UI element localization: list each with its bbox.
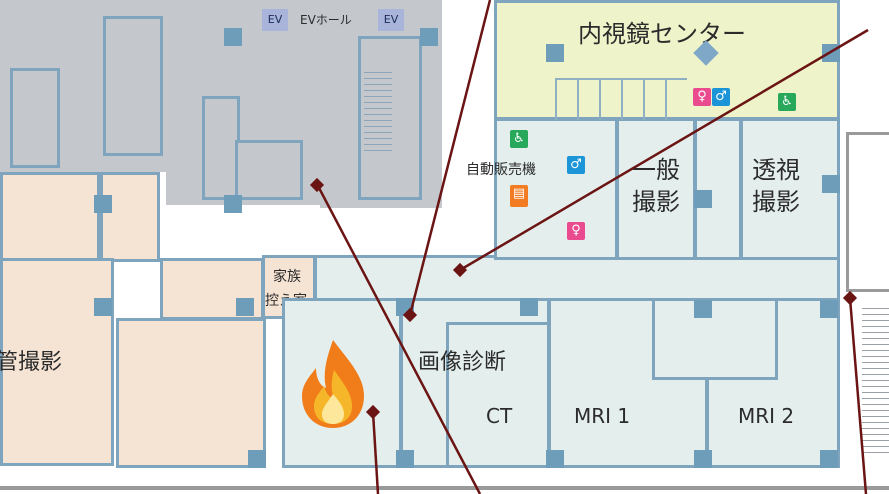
mri2-label: MRI 2: [738, 404, 795, 428]
pillar: [420, 28, 438, 46]
pillar: [94, 298, 112, 316]
fluoroscopy-label-1: 透視: [752, 156, 800, 184]
ct-label: CT: [486, 404, 513, 428]
tan-room-2: [100, 172, 160, 262]
storage-room-2: [103, 16, 163, 156]
stairs: [364, 72, 392, 152]
fluoroscopy-label-2: 撮影: [752, 188, 800, 216]
endoscopy-center-label: 内視鏡センター: [578, 20, 746, 48]
pillar: [224, 195, 242, 213]
corridor-upper: [160, 205, 320, 257]
clinic-zone: [314, 255, 840, 301]
general-xray-label-2: 撮影: [632, 188, 680, 216]
male-toilet-icon: ♂: [567, 156, 585, 174]
location-marker-icon: [309, 177, 325, 193]
pillar: [820, 450, 838, 468]
pillar: [224, 28, 242, 46]
pillar: [694, 190, 712, 208]
ct-room: [446, 322, 550, 468]
endoscopy-bays: [555, 78, 687, 120]
location-marker-icon: [365, 404, 381, 420]
location-marker-icon: [452, 262, 468, 278]
exterior-stairs: [862, 308, 889, 458]
pillar: [520, 298, 538, 316]
pillar: [546, 44, 564, 62]
male-toilet-icon: ♂: [712, 88, 730, 106]
office-room-2: [235, 140, 303, 200]
wheelchair-icon: ♿: [510, 130, 528, 148]
female-toilet-icon: ♀: [567, 222, 585, 240]
location-marker-icon: [842, 290, 858, 306]
tan-room-4: [160, 258, 264, 320]
fire-icon: [302, 340, 364, 428]
female-toilet-icon: ♀: [693, 88, 711, 106]
elevator-right: EV: [378, 9, 404, 31]
elevator-hall-label: EVホール: [300, 13, 352, 27]
location-marker-icon: [402, 307, 418, 323]
pillar: [248, 450, 266, 468]
angiography-room-lower: [0, 258, 114, 466]
pillar: [94, 195, 112, 213]
family-waiting-label-1: 家族: [273, 269, 301, 285]
pillar: [546, 450, 564, 468]
pillar: [820, 300, 838, 318]
pillar: [694, 300, 712, 318]
pillar: [236, 298, 254, 316]
outer-wall-right: [846, 132, 889, 292]
wheelchair-icon: ♿: [778, 93, 796, 111]
pillar: [396, 450, 414, 468]
vending-machine-label: 自動販売機: [466, 162, 536, 178]
mri1-label: MRI 1: [574, 404, 631, 428]
pillar: [694, 450, 712, 468]
general-xray-label-1: 一般: [632, 156, 680, 184]
angiography-label: 管撮影: [0, 350, 63, 375]
mri-control: [652, 298, 778, 380]
pillar: [822, 175, 840, 193]
general-xray-room: [616, 118, 696, 260]
imaging-diagnosis-label: 画像診断: [418, 350, 507, 375]
storage-room-1: [10, 68, 60, 168]
vending-machine-icon: ▤: [510, 185, 528, 207]
elevator-left: EV: [262, 9, 288, 31]
outer-wall-bottom: [0, 486, 889, 490]
